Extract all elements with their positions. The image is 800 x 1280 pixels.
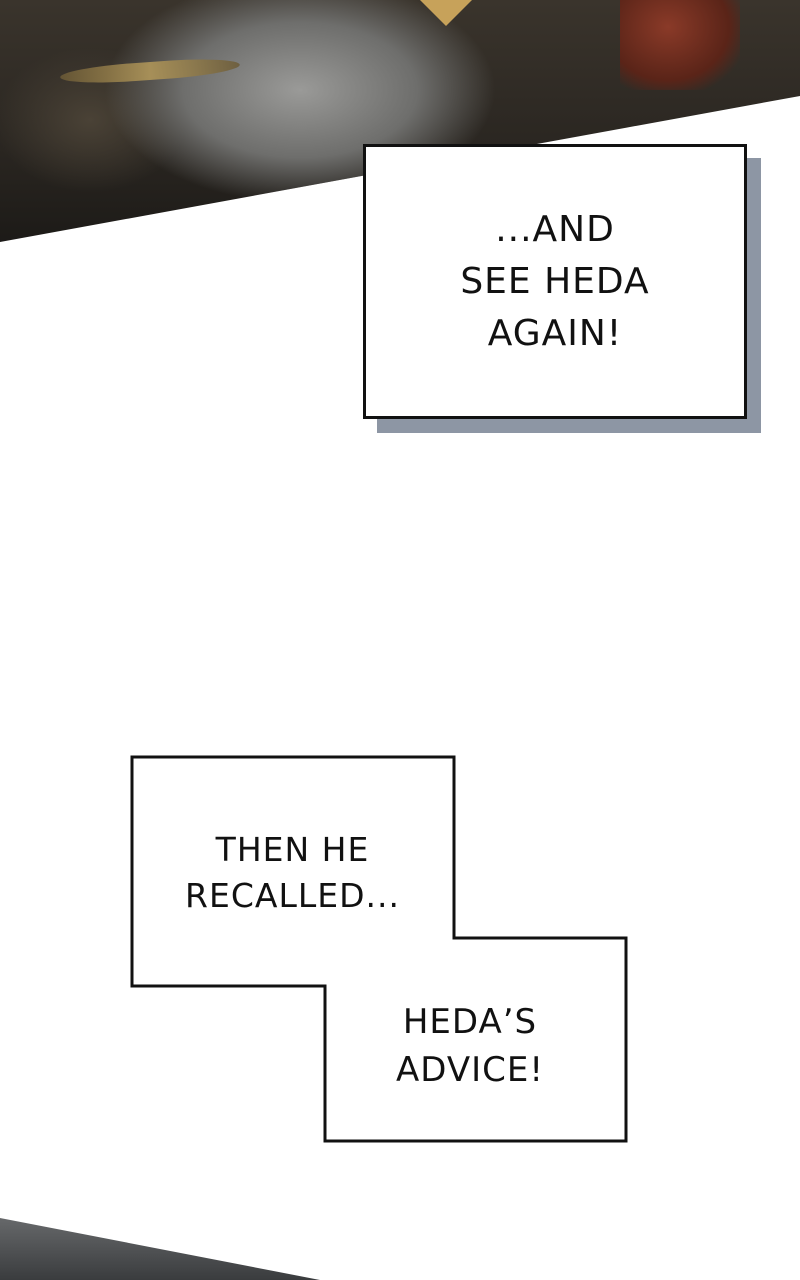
bottom-art-panel [0, 1218, 320, 1280]
caption-box-see-heda: ...AND SEE HEDA AGAIN! [363, 144, 747, 419]
caption-text-advice: HEDA’S ADVICE! [396, 1002, 544, 1090]
armor-band-art [59, 55, 241, 87]
caption-text-recalled: THEN HE RECALLED... [185, 830, 400, 915]
gold-ornament-art [420, 0, 472, 26]
caption-text-see-heda: ...AND SEE HEDA AGAIN! [460, 208, 650, 354]
caption-box-recalled-advice: THEN HE RECALLED... HEDA’S ADVICE! [130, 755, 630, 1145]
caption-box-outline [130, 755, 628, 1143]
red-hair-art [620, 0, 740, 90]
